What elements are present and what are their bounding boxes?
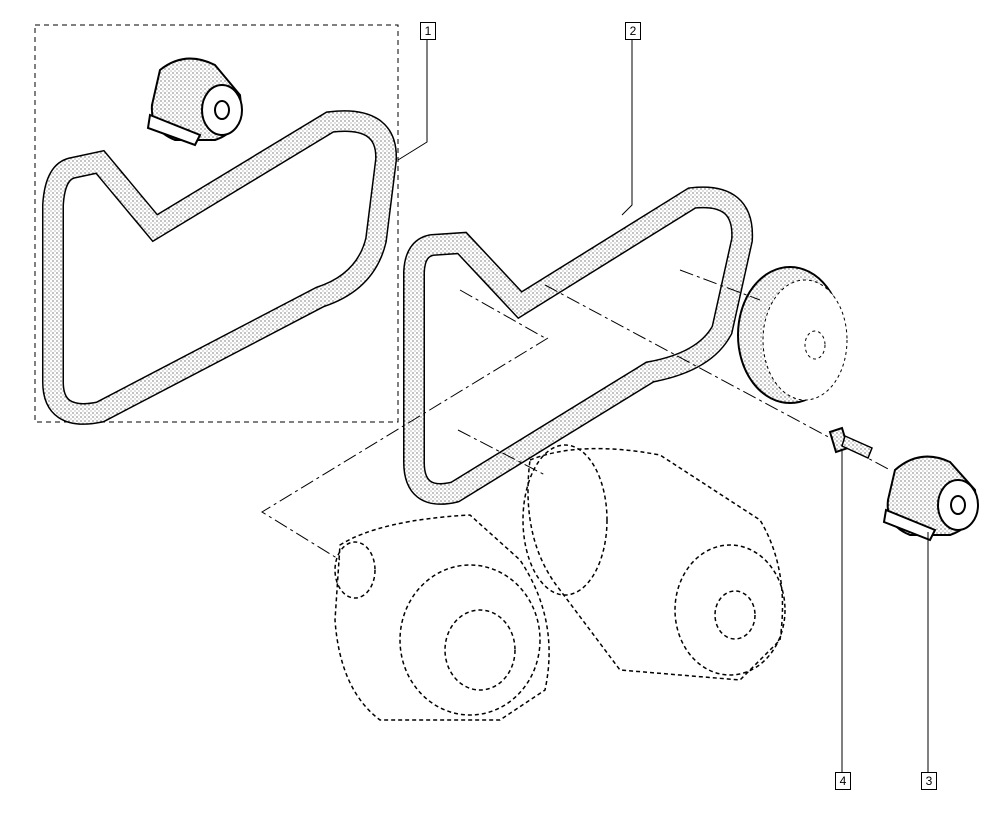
alternator <box>334 514 550 721</box>
callout-3[interactable]: 3 <box>921 772 937 790</box>
tensioner-pulley-kit <box>146 57 243 147</box>
ac-compressor <box>522 444 786 681</box>
belt-1 <box>42 110 398 425</box>
leader-lines <box>397 38 929 772</box>
bolt <box>828 426 873 460</box>
kit-boundary <box>34 24 399 423</box>
tensioner-pulley <box>882 455 979 542</box>
callout-2[interactable]: 2 <box>625 22 641 40</box>
belt-2 <box>403 186 754 505</box>
idler-pulley <box>737 266 848 404</box>
callout-4[interactable]: 4 <box>835 772 851 790</box>
callout-1[interactable]: 1 <box>420 22 436 40</box>
